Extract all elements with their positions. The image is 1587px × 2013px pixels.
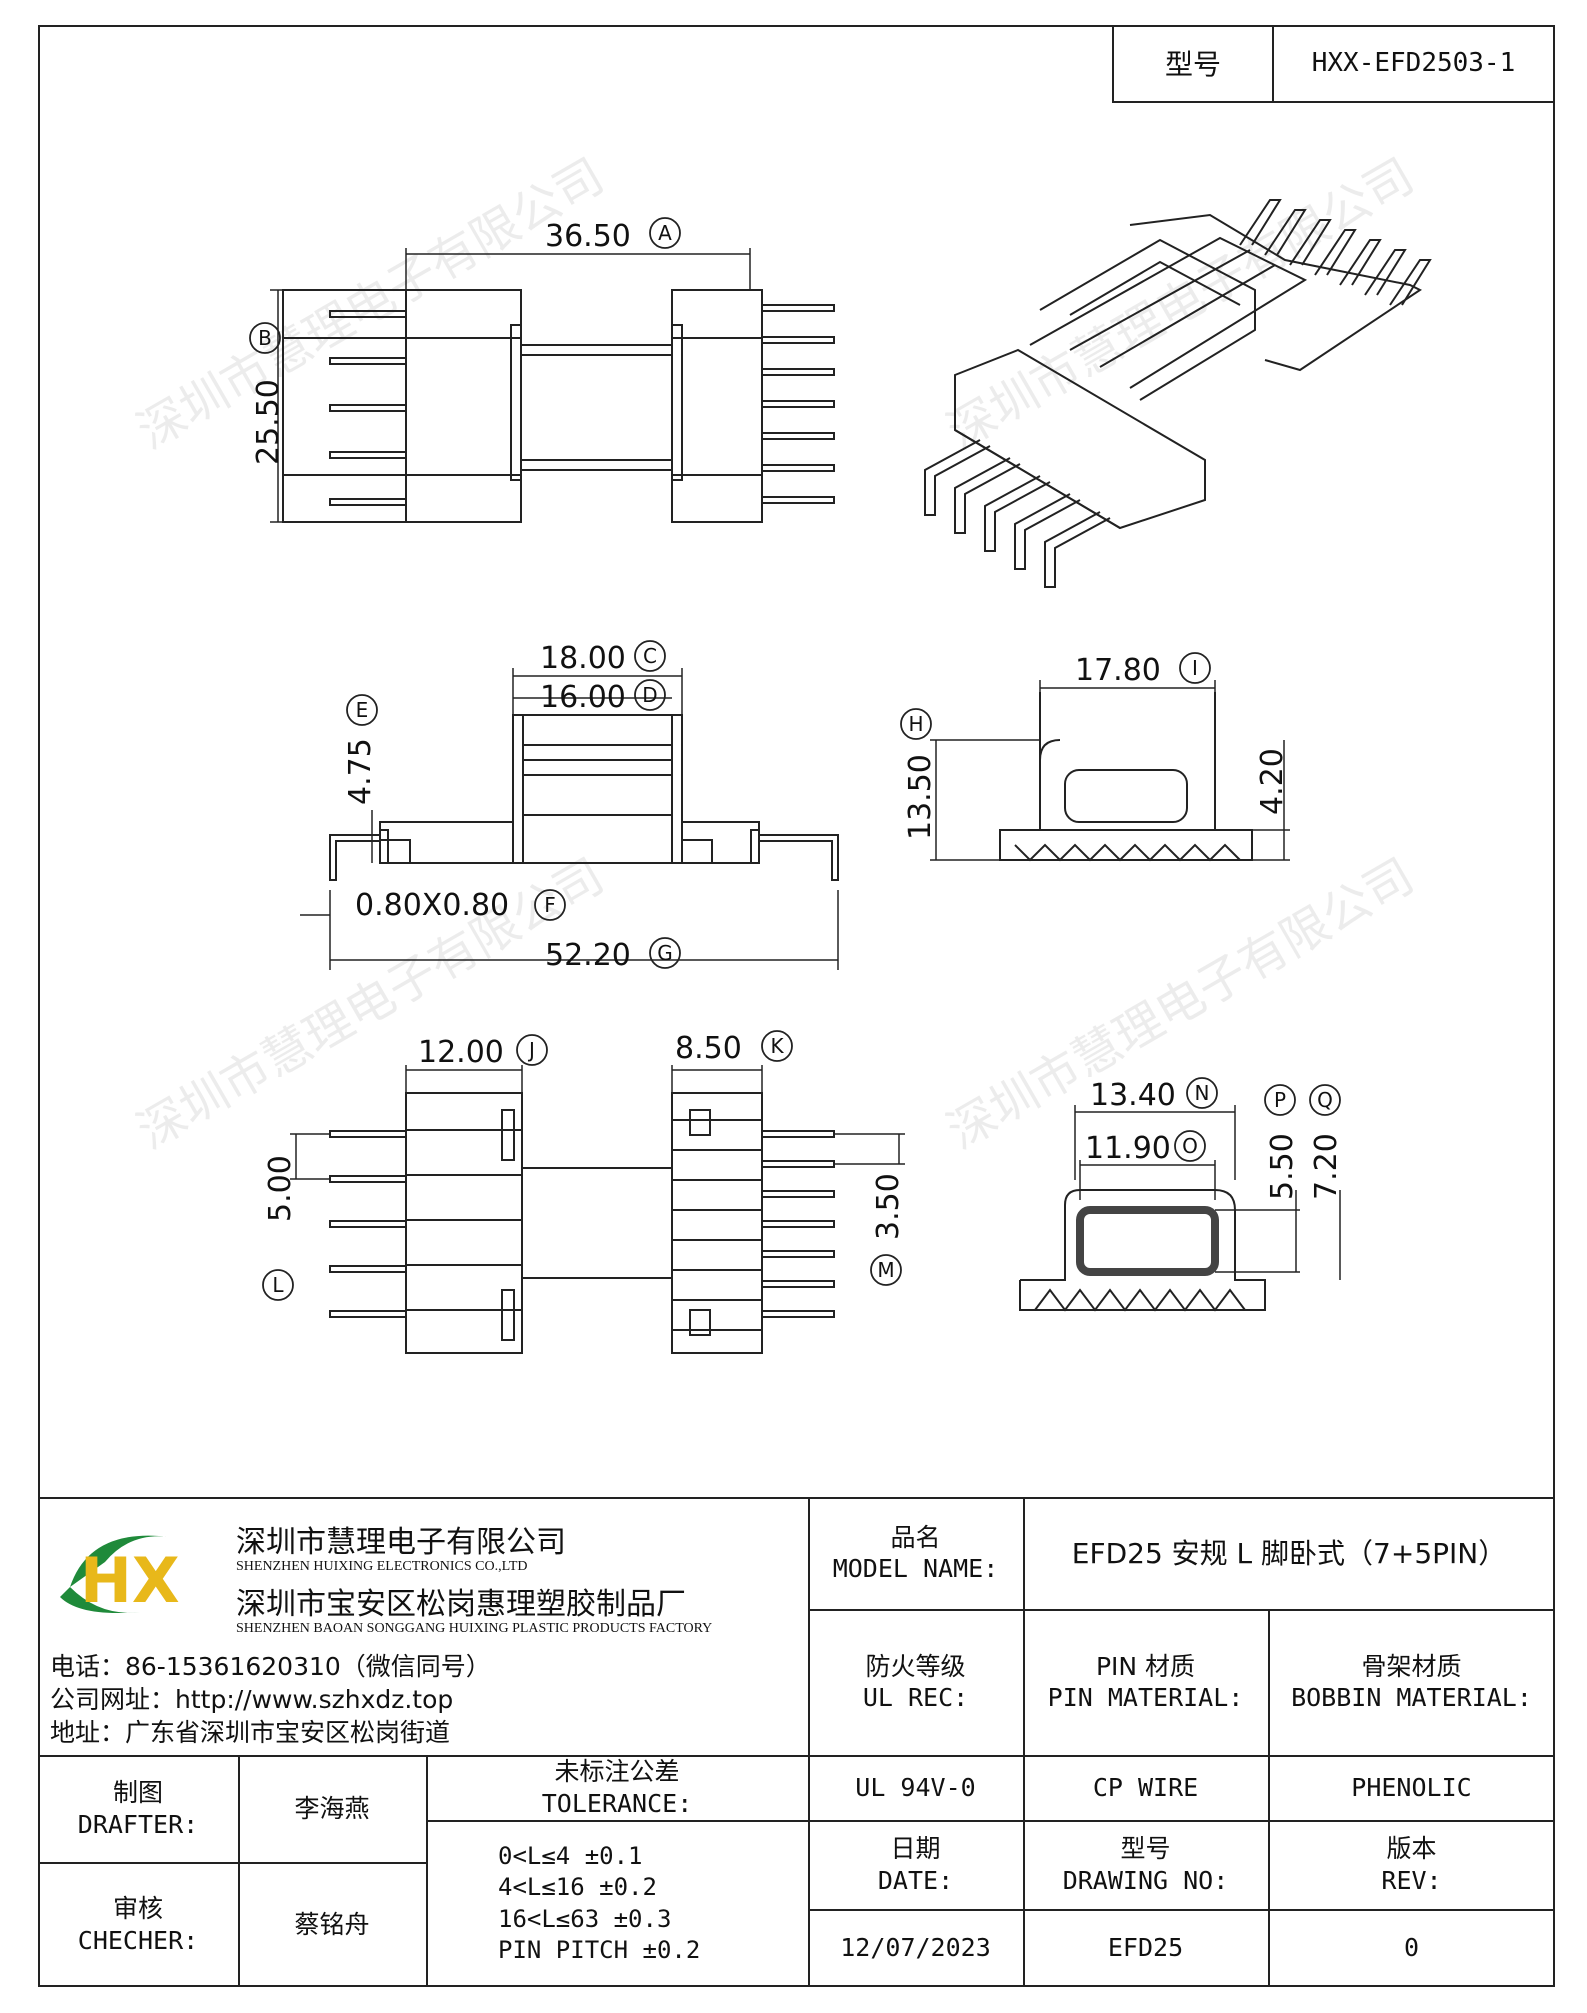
bobbin-material-label: 骨架材质 BOBBIN MATERIAL: xyxy=(1291,1651,1532,1712)
dim-c: 18.00 xyxy=(540,641,626,676)
drawing-frame xyxy=(38,25,1555,1987)
dim-o: 11.90 xyxy=(1085,1131,1171,1166)
drawing-no-value: EFD25 xyxy=(1107,1933,1184,1963)
callout-j: J xyxy=(527,1038,535,1062)
factory-name-cn: 深圳市宝安区松岗惠理塑胶制品厂 xyxy=(236,1587,686,1622)
callout-c: C xyxy=(643,644,657,668)
callout-i: I xyxy=(1192,656,1198,680)
callout-n: N xyxy=(1195,1081,1210,1105)
tolerance-label: 未标注公差 TOLERANCE: xyxy=(541,1757,693,1818)
date-value: 12/07/2023 xyxy=(840,1933,991,1963)
callout-f: F xyxy=(544,893,556,917)
top-view xyxy=(270,248,835,523)
pin-material-label: PIN 材质 PIN MATERIAL: xyxy=(1047,1651,1244,1712)
iso-pins-top xyxy=(1239,199,1432,306)
company-address: 地址：广东省深圳市宝安区松岗街道 xyxy=(50,1718,451,1747)
technical-drawing: 深圳市慧理电子有限公司 深圳市慧理电子有限公司 深圳市慧理电子有限公司 深圳市慧… xyxy=(128,148,1432,1354)
callout-d: D xyxy=(642,683,657,707)
dim-g: 52.20 xyxy=(545,938,631,973)
callout-g: G xyxy=(657,941,673,965)
dim-l: 5.00 xyxy=(263,1155,298,1222)
side-view xyxy=(930,680,1290,862)
callout-e: E xyxy=(356,698,369,722)
title-block: HX 深圳市慧理电子有限公司 SHENZHEN HUIXING ELECTRON… xyxy=(38,1497,1555,1987)
company-name-cn: 深圳市慧理电子有限公司 xyxy=(236,1525,566,1560)
watermark: 深圳市慧理电子有限公司 xyxy=(938,148,1423,461)
company-phone: 电话：86-15361620310（微信同号） xyxy=(50,1652,491,1681)
ul-label: 防火等级 UL REC: xyxy=(862,1651,969,1712)
pin-material-value: CP WIRE xyxy=(1092,1772,1199,1802)
dim-f: 0.80X0.80 xyxy=(355,888,509,923)
callout-k: K xyxy=(770,1034,784,1058)
section-view xyxy=(1019,1105,1341,1312)
dim-a: 36.50 xyxy=(545,219,631,254)
callout-q: Q xyxy=(1317,1088,1333,1112)
front-view xyxy=(300,668,839,970)
checker-value: 蔡铭舟 xyxy=(294,1909,370,1939)
callout-p: P xyxy=(1274,1088,1286,1112)
drawing-no-label: 型号 DRAWING NO: xyxy=(1062,1834,1229,1895)
company-logo: HX xyxy=(50,1517,225,1627)
checker-label: 审核 CHECHER: xyxy=(77,1894,199,1955)
bottom-pins-right xyxy=(761,1130,835,1318)
dim-m: 3.50 xyxy=(871,1173,906,1240)
company-website: 公司网址：http://www.szhxdz.top xyxy=(50,1685,454,1714)
callout-a: A xyxy=(658,221,672,245)
pins-left xyxy=(329,310,407,506)
pins-right xyxy=(761,304,835,504)
callout-o: O xyxy=(1182,1134,1198,1158)
bottom-slots-left xyxy=(406,1109,522,1341)
dim-b: 25.50 xyxy=(251,379,286,465)
company-name-en: SHENZHEN HUIXING ELECTRONICS CO.,LTD xyxy=(236,1559,528,1574)
dim-d: 16.00 xyxy=(540,680,626,715)
rev-value: 0 xyxy=(1403,1933,1420,1963)
bobbin-material-value: PHENOLIC xyxy=(1351,1772,1472,1802)
dim-e: 4.75 xyxy=(343,738,378,805)
dim-420: 4.20 xyxy=(1255,748,1290,815)
callouts: A B C D E F G H I J K L M N O P Q xyxy=(249,217,1341,1301)
logo-text: HX xyxy=(80,1544,180,1617)
date-label: 日期 DATE: xyxy=(877,1834,954,1895)
drafter-value: 李海燕 xyxy=(294,1793,370,1823)
dim-k: 8.50 xyxy=(675,1031,742,1066)
callout-h: H xyxy=(908,712,923,736)
bottom-slots-right xyxy=(672,1109,762,1336)
dim-i: 17.80 xyxy=(1075,653,1161,688)
callout-m: M xyxy=(877,1258,894,1282)
watermark: 深圳市慧理电子有限公司 xyxy=(128,148,613,461)
dimension-labels: 36.50 25.50 18.00 16.00 4.75 0.80X0.80 5… xyxy=(251,219,1344,1240)
callout-l: L xyxy=(272,1273,284,1297)
factory-name-en: SHENZHEN BAOAN SONGGANG HUIXING PLASTIC … xyxy=(236,1621,713,1636)
model-label: 型号 xyxy=(1114,25,1274,101)
dim-q: 7.20 xyxy=(1309,1133,1344,1200)
ul-value: UL 94V-0 xyxy=(855,1772,976,1802)
bottom-view xyxy=(290,1065,905,1354)
model-name-value: EFD25 安规 L 脚卧式（7+5PIN） xyxy=(1071,1536,1507,1570)
iso-pins-bottom xyxy=(924,439,1111,588)
tolerance-values: 0<L≤4 ±0.1 4<L≤16 ±0.2 16<L≤63 ±0.3 PIN … xyxy=(498,1842,701,1964)
isometric-view xyxy=(924,199,1432,588)
model-box: 型号 HXX-EFD2503-1 xyxy=(1112,25,1555,103)
dim-j: 12.00 xyxy=(418,1035,504,1070)
drafter-label: 制图 DRAFTER: xyxy=(77,1778,199,1839)
bottom-pins-left xyxy=(329,1130,407,1318)
model-name-label: 品名 MODEL NAME: xyxy=(832,1522,999,1583)
dim-p: 5.50 xyxy=(1265,1133,1300,1200)
watermark: 深圳市慧理电子有限公司 xyxy=(938,848,1423,1161)
callout-b: B xyxy=(258,326,272,350)
dim-h: 13.50 xyxy=(903,754,938,840)
rev-label: 版本 REV: xyxy=(1381,1834,1442,1895)
model-value: HXX-EFD2503-1 xyxy=(1311,48,1516,78)
dim-n: 13.40 xyxy=(1090,1078,1176,1113)
